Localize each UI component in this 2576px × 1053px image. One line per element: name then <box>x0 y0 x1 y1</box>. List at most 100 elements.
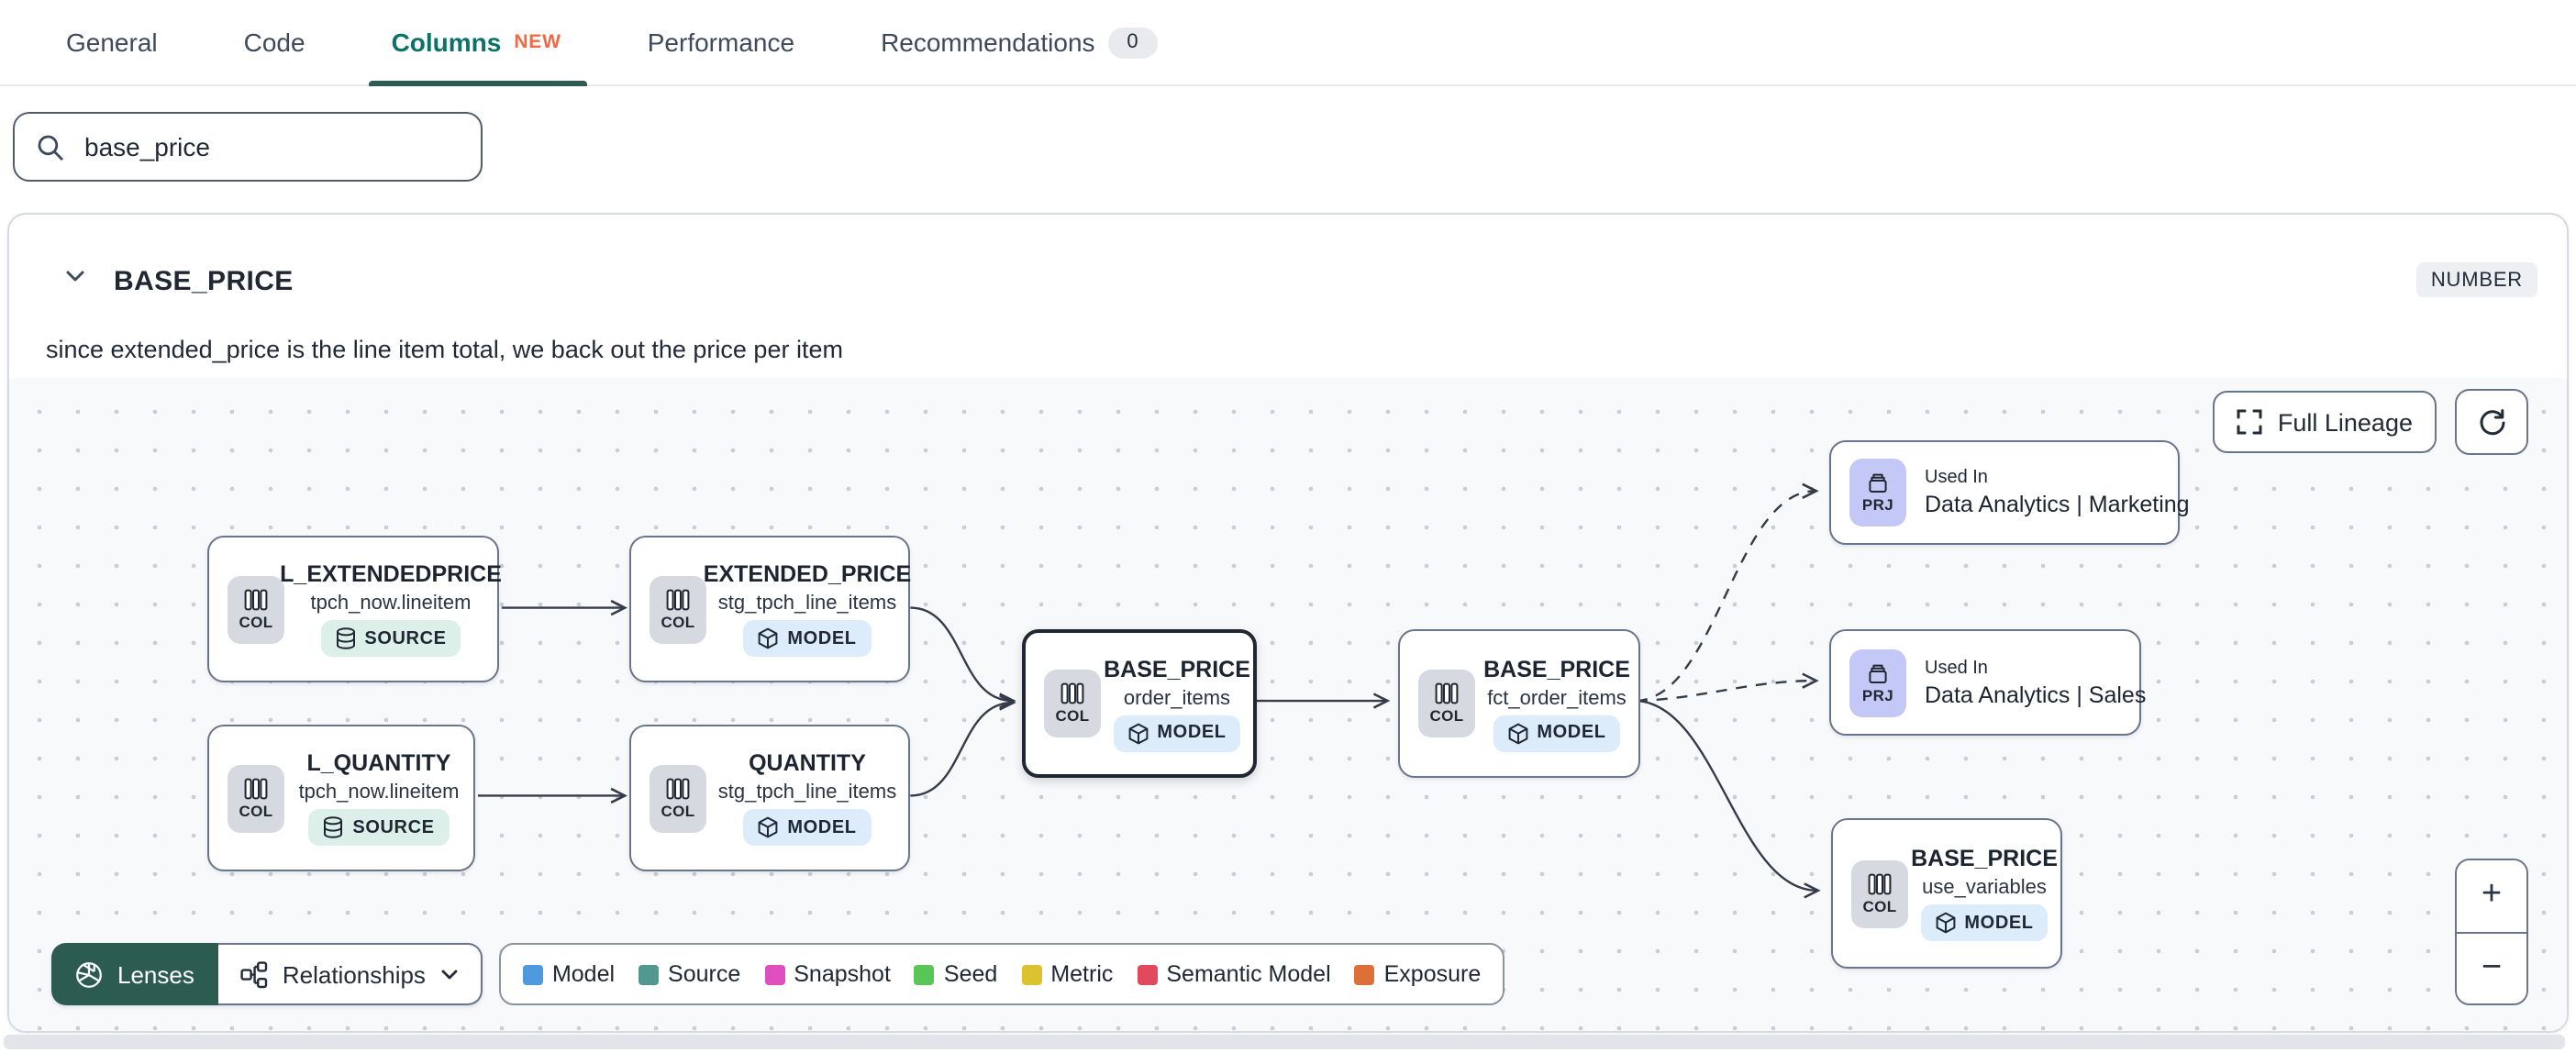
relationships-icon <box>240 960 268 988</box>
tab-label: Performance <box>647 28 795 57</box>
cube-icon <box>1507 722 1527 744</box>
node-type-legend: Model Source Snapshot Seed Metric Semant… <box>498 943 1505 1005</box>
search-icon <box>37 133 64 161</box>
project-icon: PRJ <box>1849 648 1906 716</box>
tab-label: Columns <box>391 28 502 57</box>
new-badge: NEW <box>514 31 561 53</box>
col-icon-label: COL <box>661 801 695 819</box>
node-title: BASE_PRICE <box>1104 656 1250 682</box>
column-icon: COL <box>228 575 284 643</box>
legend-label: Exposure <box>1383 961 1482 987</box>
node-subtitle: order_items <box>1123 687 1231 709</box>
count-badge: 0 <box>1107 27 1158 58</box>
node-title: QUANTITY <box>749 750 866 776</box>
cube-icon <box>1127 722 1148 744</box>
search-input[interactable] <box>81 130 459 163</box>
node-title: BASE_PRICE <box>1911 846 2058 871</box>
column-icon: COL <box>228 764 284 832</box>
col-icon-label: COL <box>1862 896 1897 914</box>
zoom-out-button[interactable]: − <box>2457 933 2526 1003</box>
plus-icon: + <box>2481 875 2503 914</box>
legend-label: Model <box>551 961 616 987</box>
cube-icon <box>1935 912 1955 934</box>
column-description: since extended_price is the line item to… <box>46 336 843 363</box>
source-badge: SOURCE <box>320 620 461 657</box>
badge-label: MODEL <box>1964 913 2034 933</box>
column-icon: COL <box>650 575 706 643</box>
exposure-swatch <box>1354 964 1375 984</box>
full-lineage-label: Full Lineage <box>2277 408 2413 436</box>
column-search-box[interactable] <box>13 112 483 182</box>
lineage-node-base-price-order-items[interactable]: COL BASE_PRICE order_items MODEL <box>1022 629 1257 778</box>
lenses-button[interactable]: Lenses <box>51 943 218 1005</box>
tab-label: Recommendations <box>881 28 1095 57</box>
lineage-toolbar: Lenses Relationships Model Source <box>51 943 1505 1005</box>
legend-item-metric: Metric <box>1021 961 1113 987</box>
col-icon-label: COL <box>239 801 273 819</box>
lenses-group: Lenses Relationships <box>51 943 483 1005</box>
node-subtitle: stg_tpch_line_items <box>717 593 897 615</box>
lineage-node-extended-price[interactable]: COL EXTENDED_PRICE stg_tpch_line_items M… <box>629 536 912 682</box>
lineage-node-l-extendedprice[interactable]: COL L_EXTENDEDPRICE tpch_now.lineitem SO… <box>207 536 502 682</box>
model-swatch <box>522 964 543 984</box>
horizontal-scrollbar[interactable] <box>4 1035 2565 1049</box>
badge-label: SOURCE <box>352 817 435 837</box>
tab-performance[interactable]: Performance <box>648 0 794 84</box>
tab-bar: General Code Columns NEW Performance Rec… <box>0 0 2576 86</box>
legend-item-snapshot: Snapshot <box>764 961 891 987</box>
cube-icon <box>758 627 778 649</box>
legend-item-semantic-model: Semantic Model <box>1137 961 1331 987</box>
lineage-node-base-price-use-variables[interactable]: COL BASE_PRICE use_variables MODEL <box>1831 818 2062 969</box>
col-icon-label: COL <box>239 612 273 630</box>
zoom-in-button[interactable]: + <box>2457 860 2526 933</box>
legend-label: Seed <box>943 961 998 987</box>
column-icon: COL <box>1851 859 1908 927</box>
lineage-node-base-price-fct-order-items[interactable]: COL BASE_PRICE fct_order_items MODEL <box>1398 629 1640 778</box>
column-type-badge: NUMBER <box>2415 262 2537 297</box>
column-card: BASE_PRICE NUMBER since extended_price i… <box>7 213 2569 1033</box>
tab-columns[interactable]: Columns NEW <box>369 0 586 86</box>
seed-swatch <box>914 964 935 984</box>
lenses-label: Lenses <box>117 960 194 988</box>
chevron-down-icon[interactable] <box>64 268 86 284</box>
column-icon: COL <box>1044 670 1101 737</box>
lineage-node-quantity[interactable]: COL QUANTITY stg_tpch_line_items MODEL <box>629 725 910 871</box>
relationships-dropdown[interactable]: Relationships <box>217 943 483 1005</box>
model-badge: MODEL <box>1113 715 1241 751</box>
full-lineage-button[interactable]: Full Lineage <box>2213 391 2437 453</box>
model-badge: MODEL <box>1493 715 1621 751</box>
legend-label: Source <box>668 961 741 987</box>
badge-label: MODEL <box>787 817 857 837</box>
minus-icon: − <box>2481 948 2503 987</box>
used-in-label: Used In <box>1925 658 1988 678</box>
source-swatch <box>638 964 660 984</box>
cube-icon <box>758 816 778 838</box>
node-title: EXTENDED_PRICE <box>703 561 912 587</box>
chevron-down-icon <box>440 968 459 981</box>
refresh-icon <box>2476 406 2507 438</box>
tab-code[interactable]: Code <box>244 0 305 84</box>
col-icon-label: COL <box>661 612 695 630</box>
badge-label: MODEL <box>787 628 857 648</box>
database-icon <box>335 627 355 649</box>
prj-icon-label: PRJ <box>1861 685 1894 704</box>
metric-swatch <box>1021 964 1042 984</box>
badge-label: SOURCE <box>364 628 447 648</box>
legend-label: Snapshot <box>794 961 891 987</box>
node-subtitle: fct_order_items <box>1487 687 1627 709</box>
node-subtitle: tpch_now.lineitem <box>310 593 472 615</box>
tab-general[interactable]: General <box>66 0 158 84</box>
badge-label: MODEL <box>1157 723 1227 743</box>
lineage-canvas[interactable]: COL L_EXTENDEDPRICE tpch_now.lineitem SO… <box>9 378 2567 1031</box>
lineage-node-used-in-sales[interactable]: PRJ Used In Data Analytics | Sales <box>1829 629 2146 736</box>
node-title: BASE_PRICE <box>1483 656 1630 682</box>
tab-recommendations[interactable]: Recommendations 0 <box>881 0 1158 84</box>
legend-label: Metric <box>1050 961 1114 987</box>
lineage-edges <box>477 482 1821 899</box>
refresh-button[interactable] <box>2455 389 2528 455</box>
node-subtitle: use_variables <box>1922 877 2047 899</box>
lineage-node-l-quantity[interactable]: COL L_QUANTITY tpch_now.lineitem SOURCE <box>207 725 475 871</box>
node-subtitle: stg_tpch_line_items <box>717 781 897 804</box>
lineage-node-used-in-marketing[interactable]: PRJ Used In Data Analytics | Marketing <box>1829 440 2190 545</box>
column-name: BASE_PRICE <box>114 266 294 297</box>
